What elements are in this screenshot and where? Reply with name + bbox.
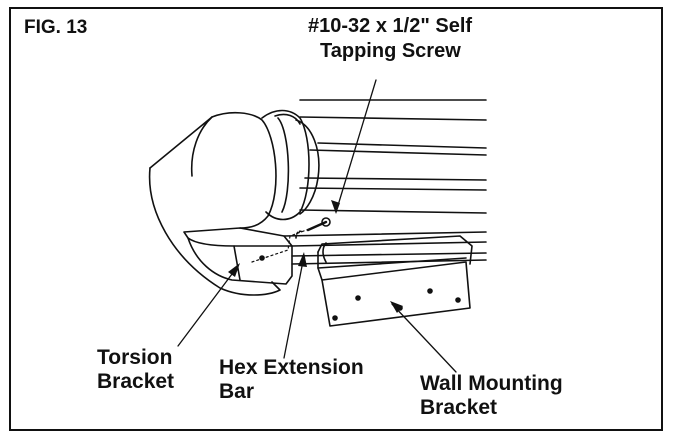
hex-extension-bar [283,231,487,265]
label-torsion-line2: Bracket [97,370,175,393]
figure-title: FIG. 13 [24,17,88,38]
label-hex-line1: Hex Extension [219,356,364,379]
end-housing [148,111,281,296]
figure-frame [9,7,663,431]
torsion-bracket [183,227,293,285]
insertion-path [251,227,313,263]
roller-tube [299,99,487,214]
leader-screw [335,79,377,213]
label-wall-line1: Wall Mounting [420,372,563,395]
leader-arrowheads [228,200,403,313]
screw [295,217,331,239]
label-screw-line2: Tapping Screw [320,40,461,62]
label-torsion-line1: Torsion [97,346,173,369]
label-screw: #10-32 x 1/2" Self Tapping Screw [308,14,472,64]
leader-lines [177,79,457,373]
label-wall-line2: Bracket [420,396,498,419]
wall-mounting-bracket [317,235,473,327]
label-torsion-bracket: Torsion Bracket [97,346,174,394]
leader-hex [283,255,305,359]
label-hex-extension-bar: Hex Extension Bar [219,356,364,404]
leader-wall [391,303,457,373]
end-cap-rings [261,109,320,221]
label-hex-line2: Bar [219,380,255,403]
leader-torsion [177,265,239,347]
label-screw-line1: #10-32 x 1/2" Self [308,15,473,37]
label-wall-mounting-bracket: Wall Mounting Bracket [420,372,563,420]
